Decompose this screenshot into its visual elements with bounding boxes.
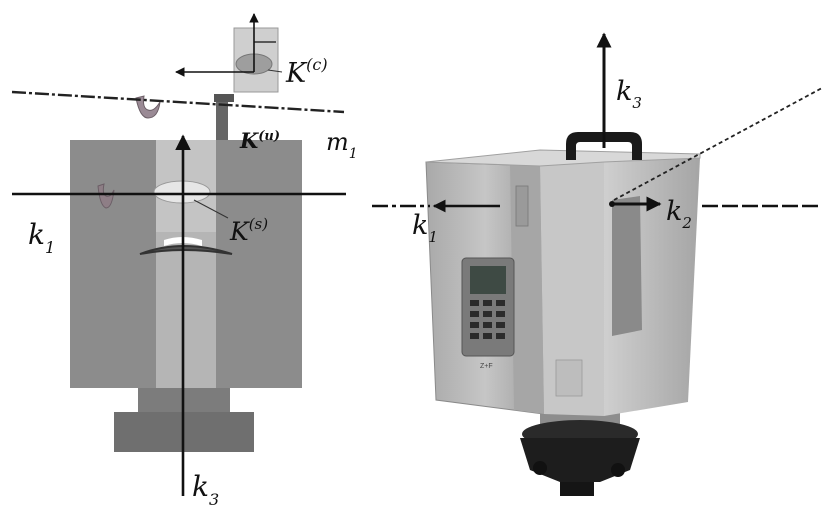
camera-mount-cap [214, 94, 234, 102]
laser-ray [613, 87, 822, 201]
m1-label: m1 [326, 128, 358, 162]
device-handle [566, 132, 642, 160]
k1-label-left: k1 [28, 218, 55, 257]
kc-label: K(c) [285, 55, 328, 89]
tripod-knob-left [533, 461, 547, 475]
ks-label: K(s) [229, 215, 268, 246]
device-left-rail [510, 164, 544, 414]
ks-leader [193, 199, 229, 219]
lens-shape [139, 245, 233, 255]
scanner-body-left-block [70, 140, 156, 388]
control-keypad [470, 300, 505, 339]
axis-origin-dot [609, 201, 615, 207]
k2-label-right: k2 [666, 196, 692, 232]
side-lower-panel [555, 359, 583, 397]
k3-label-left: k3 [192, 470, 219, 509]
k3-label-right: k3 [616, 76, 642, 112]
tripod-knob-right [611, 463, 625, 477]
kc-leader [267, 69, 283, 73]
m1-axis-line [11, 90, 345, 114]
scanner-body-center-inner [156, 232, 216, 388]
tripod-foot [560, 482, 594, 496]
ku-label: K(u) [239, 128, 280, 153]
device-mirror-panel [612, 196, 642, 336]
tripod-base [520, 438, 640, 482]
device-badge: Z+F [480, 363, 493, 370]
scanner-body-right-block [216, 140, 302, 388]
left-schematic: K(c) K(u) m1 K(s) k1 k3 [11, 13, 358, 509]
side-port-panel [515, 185, 529, 227]
device-top [425, 149, 701, 167]
device-middle-column [540, 162, 604, 416]
k1-label-right: k1 [412, 210, 438, 246]
right-device: Z+F k3 k1 k2 [372, 32, 822, 496]
control-screen [470, 266, 506, 294]
